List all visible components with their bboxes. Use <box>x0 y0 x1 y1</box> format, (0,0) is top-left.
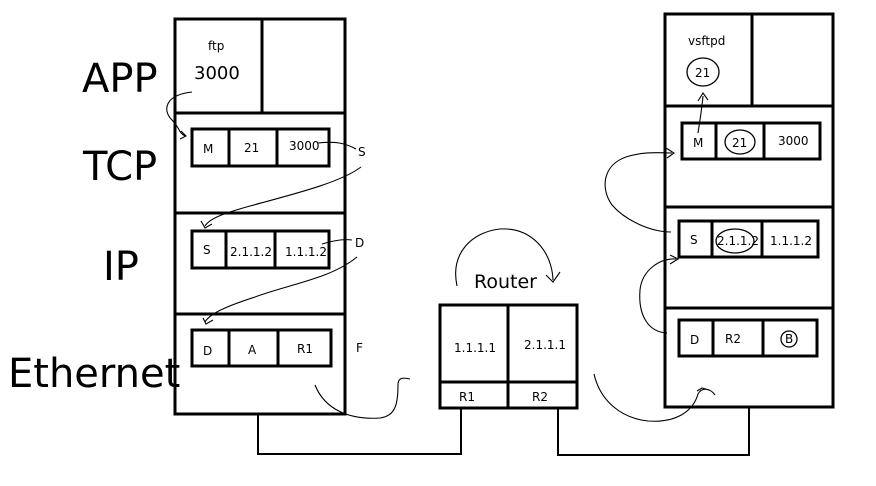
router-port-r2: R2 <box>532 390 548 404</box>
layer-label-ethernet: Ethernet <box>8 351 180 397</box>
left-ip-field-3: 1.1.1.2 <box>285 245 327 259</box>
router: Router 1.1.1.1 2.1.1.1 R1 R2 <box>438 271 579 410</box>
left-eth-field-1: D <box>203 344 212 358</box>
router-left-ip: 1.1.1.1 <box>454 341 496 355</box>
left-host-stack: ftp 3000 M 21 3000 S S 2.1.1.2 1.1.1.2 D <box>173 17 366 416</box>
right-host-frame <box>663 12 835 409</box>
curve-tcp-to-s <box>317 141 357 150</box>
curve-right-ip-to-tcp <box>604 152 673 233</box>
right-ip-field-1: S <box>690 233 698 247</box>
right-eth-field-2: R2 <box>725 332 741 346</box>
curve-right-eth-to-ip <box>639 258 677 334</box>
curve-ip-to-d <box>321 239 353 245</box>
curve-ip-to-eth <box>204 256 358 323</box>
curve-router-loop <box>455 228 554 287</box>
right-tcp-header: M 21 3000 <box>680 121 822 161</box>
curve-eth-to-router <box>314 377 411 419</box>
left-eth-tag: F <box>356 341 363 355</box>
right-tcp-field-2: 21 <box>732 136 747 150</box>
right-host-stack: vsftpd 21 M 21 3000 S 2.1.1.2 1.1.1.2 <box>663 12 835 409</box>
flow-curves <box>166 91 716 422</box>
layer-label-ip: IP <box>103 244 139 290</box>
router-right-ip: 2.1.1.1 <box>524 338 566 352</box>
cable-left-router <box>257 408 462 455</box>
right-app-port: 21 <box>695 66 710 80</box>
cable-router-right <box>557 407 750 456</box>
curve-app-to-tcp <box>166 91 193 137</box>
left-tcp-field-3: 3000 <box>289 139 320 153</box>
left-eth-field-3: R1 <box>297 342 313 356</box>
layer-label-tcp: TCP <box>82 144 157 190</box>
left-ip-tag: D <box>355 236 364 250</box>
curve-right-tcp-to-app <box>697 95 704 134</box>
layer-label-app: APP <box>82 56 158 102</box>
router-port-r1: R1 <box>459 390 475 404</box>
right-app-name: vsftpd <box>688 34 725 48</box>
left-app-name: ftp <box>208 39 224 53</box>
router-label: Router <box>474 271 537 293</box>
left-app-port: 3000 <box>194 63 240 84</box>
curve-router-to-right-eth <box>593 373 716 422</box>
right-ip-field-2: 2.1.1.2 <box>717 234 759 248</box>
left-eth-header: D A R1 <box>190 328 333 368</box>
left-tcp-tag: S <box>358 145 366 159</box>
network-cables <box>257 407 750 456</box>
right-ip-field-3: 1.1.1.2 <box>770 234 812 248</box>
right-tcp-field-1: M <box>693 136 703 150</box>
left-ip-field-1: S <box>203 243 211 257</box>
left-tcp-field-2: 21 <box>244 141 259 155</box>
left-ip-field-2: 2.1.1.2 <box>230 245 272 259</box>
right-eth-header: D R2 B <box>677 318 819 358</box>
right-ip-header: S 2.1.1.2 1.1.1.2 <box>677 219 820 259</box>
right-eth-field-1: D <box>690 333 699 347</box>
curve-tcp-to-ip <box>204 166 362 227</box>
right-tcp-field-3: 3000 <box>778 134 809 148</box>
left-ip-header: S 2.1.1.2 1.1.1.2 <box>190 229 331 270</box>
left-tcp-header: M 21 3000 <box>190 127 331 168</box>
left-host-frame <box>173 17 347 416</box>
right-eth-field-3: B <box>785 332 793 346</box>
left-eth-field-2: A <box>248 343 257 357</box>
left-tcp-field-1: M <box>203 142 213 156</box>
